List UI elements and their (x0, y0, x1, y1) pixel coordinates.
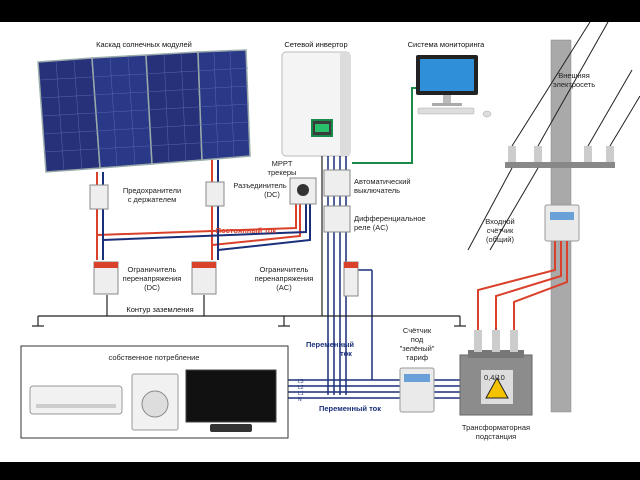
label-limiter-ac-3: (AC) (276, 283, 292, 292)
grid-feed-wiring (477, 241, 568, 330)
label-mppt-2: трекеры (268, 168, 297, 177)
label-green-meter-4: тариф (406, 353, 428, 362)
label-green-meter-2: под (411, 335, 424, 344)
label-limiter-ac-1: Ограничитель (260, 265, 309, 274)
dc-surge-limiters (93, 261, 217, 295)
ground-loop (32, 156, 466, 327)
overhead-wires (467, 21, 640, 251)
dc-wiring (96, 160, 301, 260)
air-conditioner-icon (29, 385, 123, 415)
label-diff-relay-1: Дифференциальное (354, 214, 426, 223)
phase-label-l3: L3 (298, 379, 304, 385)
label-disconnector-1: Разъединитель (233, 181, 286, 190)
label-limiter-ac-2: перенапряжения (255, 274, 314, 283)
transformer-substation (459, 330, 533, 416)
solar-panel-4 (197, 49, 251, 161)
label-input-meter-2: счётчик (487, 226, 514, 235)
solar-panel-3 (145, 51, 203, 165)
label-auto-breaker-2: выключатель (354, 186, 400, 195)
keyboard (417, 107, 475, 115)
phase-labels: L3 L2 L1 N (298, 379, 304, 403)
monitor-screen (420, 59, 474, 91)
label-fuses-1: Предохранители (123, 186, 181, 195)
label-substation-1: Трансформаторная (462, 423, 530, 432)
label-grid-2: электросеть (553, 80, 595, 89)
label-auto-breaker-1: Автоматический (354, 177, 411, 186)
ac-breakers (323, 169, 359, 297)
solar-panel-1 (37, 57, 101, 173)
label-dc-current: Постоянный ток (216, 226, 277, 235)
tv-icon (185, 369, 277, 432)
label-disconnector-2: (DC) (264, 190, 280, 199)
mouse (482, 110, 492, 118)
grid-inverter (281, 51, 351, 157)
label-inverter: Сетевой инвертор (284, 40, 347, 49)
phase-label-l1: L1 (298, 391, 304, 397)
label-diff-relay-2: реле (AC) (354, 223, 389, 232)
letterbox-top (0, 0, 640, 22)
phase-label-n: N (298, 397, 302, 403)
utility-pole (467, 21, 640, 413)
label-ac-current-2: Переменный ток (319, 404, 381, 413)
input-meter-device (544, 204, 580, 242)
label-input-meter-1: Входной (485, 217, 514, 226)
label-ac-current-1a: Переменный (306, 340, 354, 349)
phase-label-l2: L2 (298, 385, 304, 391)
label-fuses-2: с держателем (128, 195, 177, 204)
label-green-meter-3: "зелёный" (400, 344, 435, 353)
label-limiter-dc-1: Ограничитель (128, 265, 177, 274)
transformer-rating: 0,4/10 (484, 373, 505, 382)
label-green-meter-1: Счётчик (403, 326, 432, 335)
label-substation-2: подстанция (476, 432, 516, 441)
green-tariff-meter (399, 367, 435, 413)
letterbox-bottom (0, 462, 640, 480)
monitoring-link (352, 87, 416, 164)
high-voltage-warning-icon (485, 376, 509, 399)
label-limiter-dc-3: (DC) (144, 283, 160, 292)
label-monitoring: Система мониторинга (408, 40, 486, 49)
panel-grid-lines (39, 49, 251, 172)
solar-panel-array (37, 49, 251, 173)
label-grid-1: Внешняя (558, 71, 590, 80)
label-limiter-dc-2: перенапряжения (123, 274, 182, 283)
label-self-consumption: собственное потребление (109, 353, 200, 362)
label-solar-array: Каскад солнечных модулей (96, 40, 192, 49)
label-ground: Контур заземления (126, 305, 193, 314)
label-ac-current-1b: ток (340, 349, 352, 358)
washing-machine-icon (131, 373, 179, 431)
label-mppt-1: MPPT (272, 159, 293, 168)
monitoring-computer (416, 55, 492, 118)
dc-fuses (89, 181, 225, 210)
label-input-meter-3: (общий) (486, 235, 515, 244)
dc-disconnector (289, 177, 317, 205)
